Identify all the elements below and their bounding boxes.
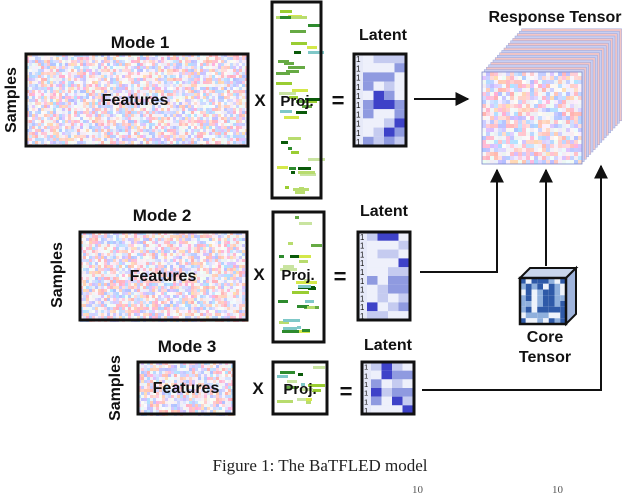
response-tensor-cube (481, 28, 622, 165)
mode-2-projection-matrix (271, 210, 326, 344)
latent-row-label: 1 (356, 64, 361, 73)
latent-row-label: 1 (360, 312, 364, 321)
latent-row-label: 1 (364, 397, 368, 406)
core-tensor-label-line1: Core (527, 329, 564, 346)
latent-row-label: 1 (360, 277, 364, 286)
latent-row-label: 1 (364, 371, 368, 380)
mode-2-title: Mode 2 (133, 206, 192, 225)
latent-row-label: 1 (356, 101, 361, 110)
cut-off-superscript-1: 10 (412, 484, 423, 496)
mode-2-equals-symbol: = (334, 264, 347, 289)
latent-row-label: 1 (356, 74, 361, 83)
mode-3-proj-label: Proj. (283, 381, 316, 398)
mode-1-latent-label: Latent (359, 27, 408, 44)
mode-2-features-label: Features (130, 268, 197, 285)
latent-row-label: 1 (356, 120, 361, 129)
latent-row-label: 1 (364, 363, 368, 372)
latent-row-label: 1 (360, 286, 364, 295)
mode-3-latent-label: Latent (364, 337, 413, 354)
latent-row-label: 1 (360, 233, 364, 242)
latent-row-label: 1 (356, 138, 361, 147)
arrow-mode3-to-response (422, 164, 608, 391)
latent-row-label: 1 (360, 303, 364, 312)
mode-3-feature-matrix (136, 360, 236, 416)
mode-3-features-label: Features (153, 380, 220, 397)
latent-row-label: 1 (356, 83, 361, 92)
latent-row-label: 1 (360, 259, 364, 268)
mode-3-equals-symbol: = (340, 379, 353, 404)
mode-3-projection-matrix (271, 360, 329, 416)
figure-caption: Figure 1: The BaTFLED model (212, 456, 428, 475)
latent-row-label: 1 (356, 129, 361, 138)
latent-row-label: 1 (356, 110, 361, 119)
mode-1-times-symbol: X (254, 91, 266, 110)
mode-2-proj-label: Proj. (281, 267, 314, 284)
mode-1-features-label: Features (102, 92, 169, 109)
latent-row-label: 1 (356, 92, 361, 101)
latent-row-label: 1 (360, 268, 364, 277)
arrow-mode2-to-response (420, 168, 504, 273)
mode-1-projection-matrix (270, 0, 325, 200)
latent-row-label: 1 (364, 380, 368, 389)
latent-row-label: 1 (356, 55, 361, 64)
mode-1-equals-symbol: = (332, 88, 345, 113)
response-tensor-title: Response Tensor (488, 9, 621, 26)
mode-3-title: Mode 3 (158, 337, 217, 356)
mode-2-feature-matrix (78, 230, 249, 322)
latent-row-label: 1 (364, 406, 368, 415)
mode-2-samples-label: Samples (49, 242, 66, 308)
latent-row-label: 1 (360, 250, 364, 259)
latent-row-label: 1 (364, 389, 368, 398)
mode-2-latent-label: Latent (360, 203, 409, 220)
mode-1-title: Mode 1 (111, 33, 170, 52)
mode-2-times-symbol: X (253, 265, 265, 284)
latent-row-label: 1 (360, 294, 364, 303)
mode-1-proj-label: Proj. (280, 93, 313, 110)
mode-1-feature-matrix (24, 52, 250, 148)
core-tensor-label-line2: Tensor (519, 349, 571, 366)
cut-off-superscript-2: 10 (552, 484, 563, 496)
core-tensor-cube (517, 265, 579, 327)
mode-1-samples-label: Samples (3, 67, 20, 133)
mode-3-samples-label: Samples (107, 355, 124, 421)
latent-row-label: 1 (360, 242, 364, 251)
mode-3-times-symbol: X (252, 379, 264, 398)
